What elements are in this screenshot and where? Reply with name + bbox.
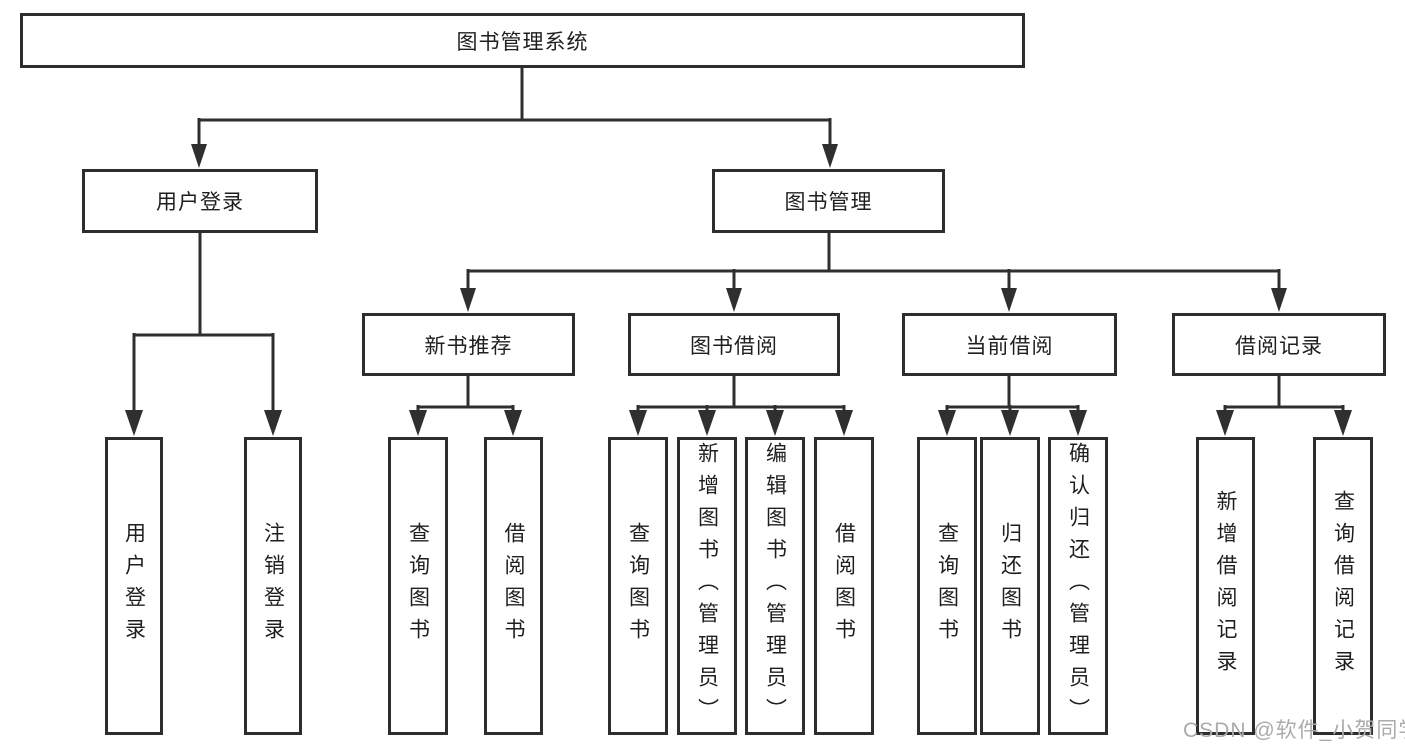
- node-label: 图书管理系统: [456, 30, 589, 54]
- node-label: 注销登录: [261, 522, 285, 650]
- node-label: 查询图书: [626, 522, 650, 650]
- node-label: 编辑图书（管理员）: [763, 442, 787, 730]
- node-label: 查询借阅记录: [1331, 490, 1355, 682]
- node-label: 借阅图书: [502, 522, 525, 650]
- node-label: 图书管理: [784, 191, 873, 214]
- node-label: 查询图书: [935, 522, 959, 650]
- node-label: 用户登录: [156, 191, 244, 214]
- node-label: 新增图书（管理员）: [695, 442, 719, 730]
- node-root-library-management-system: 图书管理系统: [20, 13, 1025, 68]
- leaf-confirm-return-admin: 确认归还（管理员）: [1048, 437, 1108, 735]
- csdn-watermark: CSDN @软件_小贺同学: [1183, 719, 1405, 742]
- node-label: 归还图书: [998, 522, 1022, 650]
- leaf-return-books: 归还图书: [980, 437, 1040, 735]
- node-user-login: 用户登录: [82, 169, 318, 233]
- node-label: 查询图书: [406, 522, 430, 650]
- leaf-user-login: 用户登录: [105, 437, 163, 735]
- node-label: 新书推荐: [424, 334, 513, 358]
- node-label: 当前借阅: [965, 334, 1054, 358]
- leaf-add-borrow-record: 新增借阅记录: [1196, 437, 1255, 735]
- node-label: 用户登录: [122, 522, 146, 650]
- node-label: 确认归还（管理员）: [1066, 442, 1090, 730]
- leaf-add-books-admin: 新增图书（管理员）: [677, 437, 737, 735]
- leaf-borrow-books: 借阅图书: [814, 437, 874, 735]
- leaf-query-borrow-record: 查询借阅记录: [1313, 437, 1373, 735]
- node-label: 借阅图书: [832, 522, 856, 650]
- leaf-edit-books-admin: 编辑图书（管理员）: [745, 437, 805, 735]
- node-book-borrowing: 图书借阅: [628, 313, 840, 376]
- node-label: 图书借阅: [690, 334, 778, 358]
- leaf-borrow-books-recommend: 借阅图书: [484, 437, 543, 735]
- node-borrowing-records: 借阅记录: [1172, 313, 1386, 376]
- node-label: 借阅记录: [1235, 334, 1323, 358]
- node-book-management: 图书管理: [712, 169, 945, 233]
- arrowhead-icons: [125, 144, 1352, 436]
- leaf-logout: 注销登录: [244, 437, 302, 735]
- node-label: 新增借阅记录: [1214, 490, 1237, 682]
- leaf-query-books-recommend: 查询图书: [388, 437, 448, 735]
- node-new-book-recommendation: 新书推荐: [362, 313, 575, 376]
- node-current-borrowing: 当前借阅: [902, 313, 1117, 376]
- leaf-query-books-current: 查询图书: [917, 437, 977, 735]
- leaf-query-books-borrowing: 查询图书: [608, 437, 668, 735]
